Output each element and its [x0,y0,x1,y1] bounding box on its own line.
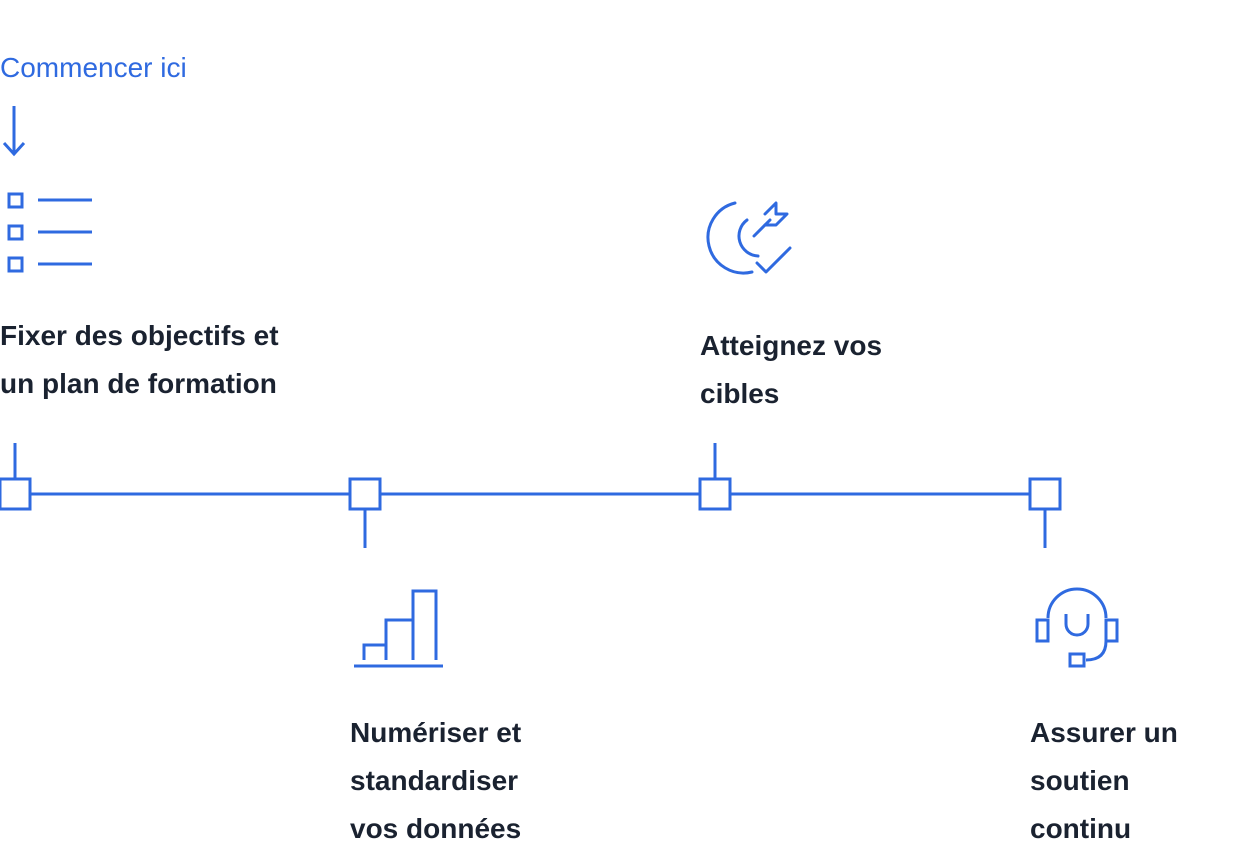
step-1-title: Fixer des objectifs et un plan de format… [0,320,279,399]
timeline-node-3 [698,443,732,511]
bar-chart-icon [354,589,443,668]
target-check-icon [706,201,792,275]
arrow-down-icon [2,106,26,157]
timeline-node-1 [0,443,32,511]
step-3-title: Atteignez vos cibles [700,330,883,409]
timeline-node-2 [348,477,382,548]
step-4-title: Assurer un soutien continu [1030,717,1178,844]
headset-support-icon [1035,587,1119,668]
step-2-title: Numériser et standardiser vos données [350,717,522,844]
checklist-icon [7,192,92,273]
timeline-node-4 [1028,477,1062,548]
start-label: Commencer ici [0,52,187,83]
